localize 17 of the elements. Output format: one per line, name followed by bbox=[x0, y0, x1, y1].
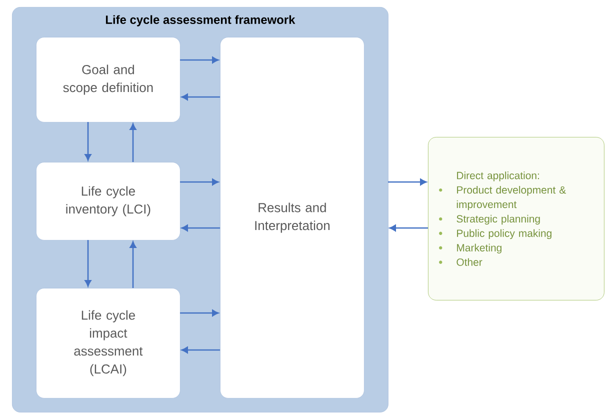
process-box: Life cycle impact assessment (LCAI) bbox=[36, 288, 180, 398]
results-box: Results and Interpretation bbox=[220, 37, 364, 398]
arrow bbox=[180, 56, 219, 64]
arrow bbox=[130, 241, 136, 288]
arrow bbox=[130, 123, 136, 162]
arrow bbox=[84, 122, 92, 161]
application-box: Direct application: Product development & improvement Strategic planning Public policy making Marketing Other bbox=[428, 137, 604, 300]
arrow bbox=[180, 178, 219, 186]
arrow bbox=[181, 94, 220, 100]
arrow bbox=[181, 346, 220, 354]
process-box: Life cycle inventory (LCI) bbox=[36, 162, 180, 240]
arrow bbox=[84, 240, 92, 287]
arrow bbox=[389, 224, 428, 232]
arrow bbox=[181, 224, 220, 232]
process-box: Goal and scope definition bbox=[36, 37, 180, 122]
arrow bbox=[388, 178, 427, 186]
arrow bbox=[180, 310, 219, 316]
